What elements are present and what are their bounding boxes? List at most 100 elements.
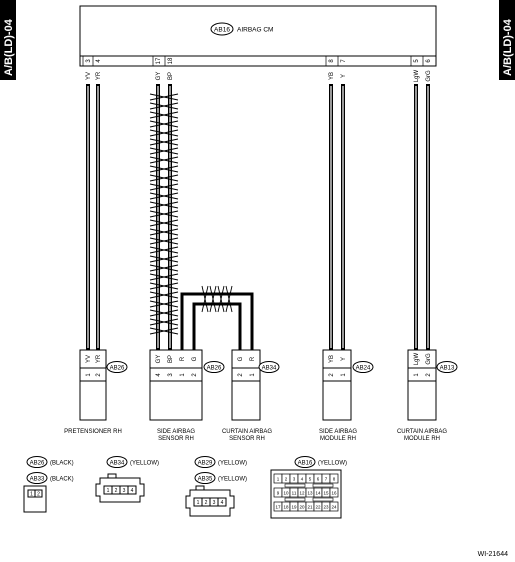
connector-legend: AB26 (BLACK) AB33 (BLACK) 1 2 AB34 (YELL… bbox=[23, 456, 347, 519]
component-pin-number: 1 bbox=[414, 373, 420, 377]
component-pin-number: 2 bbox=[329, 373, 335, 377]
cm-name: AIRBAG CM bbox=[237, 27, 273, 34]
component-pin-number: 1 bbox=[86, 373, 92, 377]
twist-mark bbox=[209, 285, 217, 313]
twist-mark bbox=[149, 291, 179, 299]
twist-mark bbox=[149, 237, 179, 245]
legend-pin: 9 bbox=[277, 491, 280, 496]
twist-mark bbox=[149, 138, 179, 146]
legend-pin: 13 bbox=[307, 491, 313, 496]
component-label: SENSOR RH bbox=[158, 436, 194, 442]
twist-mark bbox=[149, 165, 179, 173]
sensor-wire bbox=[192, 302, 242, 350]
legend-pin: 1 bbox=[30, 492, 33, 498]
legend-pin: 4 bbox=[131, 488, 134, 494]
twist-mark bbox=[149, 246, 179, 254]
component-wire-color: R bbox=[180, 356, 186, 361]
component-label: SIDE AIRBAG bbox=[157, 429, 195, 435]
component-pin-number: 1 bbox=[250, 373, 256, 377]
cm-wire-color: Y bbox=[341, 74, 347, 78]
legend-pin: 1 bbox=[277, 477, 280, 482]
legend-pin: 2 bbox=[37, 492, 40, 498]
component-label: PRETENSIONER RH bbox=[64, 429, 122, 435]
cm-wire-color: GrG bbox=[426, 70, 432, 82]
diagram-code: WI-21644 bbox=[478, 551, 508, 558]
twist-mark bbox=[217, 285, 225, 313]
legend-pin: 23 bbox=[323, 505, 329, 510]
legend-pin: 4 bbox=[301, 477, 304, 482]
legend-pin: 24 bbox=[331, 505, 337, 510]
legend-pin: 4 bbox=[221, 500, 224, 506]
component-connector-oval bbox=[352, 361, 374, 373]
component-wire-color: YV bbox=[86, 355, 92, 363]
legend-color: (YELLOW) bbox=[218, 477, 247, 483]
component-wire-color: G bbox=[238, 356, 244, 361]
legend-pin: 5 bbox=[309, 477, 312, 482]
twist-mark bbox=[149, 120, 179, 128]
legend-pin: 6 bbox=[317, 477, 320, 482]
component-pin-number: 1 bbox=[341, 373, 347, 377]
legend-pin: 22 bbox=[315, 505, 321, 510]
legend-key bbox=[312, 483, 334, 488]
legend-pin: 3 bbox=[293, 477, 296, 482]
component-connector-id: AB13 bbox=[440, 366, 455, 372]
component-label: CURTAIN AIRBAG bbox=[222, 429, 272, 435]
component-wire-color: Y bbox=[341, 357, 347, 361]
legend-pin: 8 bbox=[333, 477, 336, 482]
component-connector-oval bbox=[436, 361, 458, 373]
cm-wire-color: YR bbox=[96, 71, 102, 80]
twist-mark bbox=[149, 93, 179, 101]
component-pin-number: 3 bbox=[168, 373, 174, 377]
legend-id: AB34 bbox=[110, 461, 125, 467]
legend-color: (YELLOW) bbox=[218, 461, 247, 467]
legend-pin-cell bbox=[217, 497, 227, 507]
wires bbox=[86, 84, 430, 350]
twist-mark bbox=[149, 255, 179, 263]
legend-oval bbox=[26, 472, 48, 484]
legend-pin: 1 bbox=[107, 488, 110, 494]
cm-pin-number: 7 bbox=[341, 59, 347, 63]
component-wire-color: YB bbox=[329, 355, 335, 363]
legend-pin: 3 bbox=[123, 488, 126, 494]
component-wire-color: G bbox=[192, 356, 198, 361]
twist-mark bbox=[149, 192, 179, 200]
component-connector-id: AB24 bbox=[356, 366, 371, 372]
legend-oval bbox=[194, 472, 216, 484]
component-box bbox=[407, 349, 437, 421]
component-wire-color: R bbox=[250, 356, 256, 361]
airbag-control-module: AB16 AIRBAG CM bbox=[79, 5, 437, 67]
cm-wire-color: LgW bbox=[414, 69, 420, 82]
legend-oval bbox=[194, 456, 216, 468]
twist-mark bbox=[149, 210, 179, 218]
component-label: MODULE RH bbox=[320, 436, 356, 442]
legend-pin: 18 bbox=[283, 505, 289, 510]
component-wire-color: BP bbox=[168, 355, 174, 363]
legend-oval bbox=[106, 456, 128, 468]
component-label: SENSOR RH bbox=[229, 436, 265, 442]
sensor-wire bbox=[180, 292, 254, 350]
twist-mark bbox=[149, 318, 179, 326]
cm-pin-number: 4 bbox=[96, 59, 102, 63]
twist-mark bbox=[149, 129, 179, 137]
side-tab-left: A/B(LD)-04 bbox=[0, 0, 16, 80]
cm-wire-color: YB bbox=[329, 72, 335, 80]
component-box bbox=[79, 349, 107, 421]
component-connector-id: AB26 bbox=[110, 366, 125, 372]
legend-key bbox=[284, 497, 306, 502]
twist-mark bbox=[149, 219, 179, 227]
twisted-pair-marks bbox=[149, 93, 233, 335]
component-connector-oval bbox=[203, 361, 225, 373]
component-pin-number: 4 bbox=[156, 373, 162, 377]
legend-pin-cell bbox=[329, 487, 339, 498]
legend-pin: 19 bbox=[291, 505, 297, 510]
cm-pin-number: 17 bbox=[156, 57, 162, 64]
legend-pin: 2 bbox=[205, 500, 208, 506]
cm-wire-color: GY bbox=[156, 72, 162, 81]
legend-pin: 17 bbox=[275, 505, 281, 510]
